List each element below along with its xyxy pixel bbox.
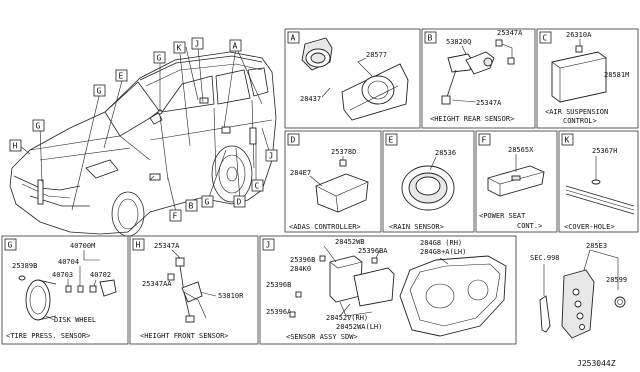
part-25396a: 25396A [266,308,292,316]
svg-text:F: F [173,212,178,221]
part-40704: 40704 [58,258,79,266]
vehicle-callout-d: D [233,195,246,208]
part-284g8-rh: 284G8 (RH) [420,239,462,247]
svg-text:G: G [157,54,162,63]
svg-text:C: C [255,182,260,191]
svg-text:G: G [8,241,13,250]
panel-sec-key: SEC.998 285E3 28599 [530,242,627,339]
panel-frames [1,28,639,345]
vehicle-callout-j: J [191,37,204,50]
part-25347a-top: 25347A [497,29,523,37]
caption-sensor-assy-sdw: <SENSOR ASSY SDW> [286,333,358,341]
vehicle-callout-g-front: G [32,119,45,132]
part-25378d: 25378D [331,148,356,156]
part-28452wa-lh: 28452WA(LH) [336,323,382,331]
vehicle-callout-b: B [185,199,198,212]
vehicle-callout-j-rear: J [265,149,278,162]
svg-text:E: E [389,136,394,145]
part-28565x: 28565X [508,146,534,154]
svg-text:K: K [565,136,570,145]
part-28581m: 28581M [604,71,629,79]
part-25396ba: 25396BA [358,247,388,255]
svg-text:G: G [97,87,102,96]
part-40700m: 40700M [70,242,95,250]
panel-c: C 26310A 28581M <AIR SUSPENSION CONTROL> [539,31,629,125]
part-28577: 28577 [366,51,387,59]
part-284e7: 284E7 [290,169,311,177]
part-28452v-rh: 28452V(RH) [326,314,368,322]
vehicle-callout-k: K [173,41,186,54]
svg-text:D: D [237,198,242,207]
part-28536: 28536 [435,149,456,157]
caption-rain-sensor: <RAIN SENSOR> [389,223,444,231]
svg-text:H: H [13,142,18,151]
caption-height-front-sensor: <HEIGHT FRONT SENSOR> [140,332,229,340]
part-40702: 40702 [90,271,111,279]
svg-text:B: B [189,202,194,211]
svg-text:J: J [266,241,271,250]
svg-text:H: H [136,241,141,250]
vehicle-illustration: A J K G E G G H F B G D C J [9,37,278,237]
svg-text:A: A [291,34,296,43]
vehicle-callout-c: C [251,179,264,192]
vehicle-callout-a: A [229,39,242,52]
svg-text:F: F [482,136,487,145]
caption-cont: CONT.> [517,222,542,230]
panel-g: G 40700M 25389B 40704 40703 40702 DISK W… [4,238,117,340]
panel-a: A 28577 28437 [287,31,409,121]
part-25347a-h: 25347A [154,242,180,250]
part-53820q: 53820Q [446,38,471,46]
vehicle-callout-e: E [115,69,128,82]
part-284g8-lh: 284G8+A(LH) [420,248,466,256]
caption-air-suspension: <AIR SUSPENSION [545,108,608,116]
panel-h: H 25347A 25347AA 53810R <HEIGHT FRONT SE… [132,238,244,340]
caption-height-rear-sensor: <HEIGHT REAR SENSOR> [430,115,514,123]
panel-j: J 28452WB 25396B 284K0 25396B 25396A 284… [262,238,507,341]
vehicle-callout-h: H [9,139,22,152]
svg-text:J: J [195,40,200,49]
part-25396b-1: 25396B [290,256,315,264]
caption-control: CONTROL> [563,117,597,125]
part-40703: 40703 [52,271,73,279]
caption-power-seat: <POWER SEAT [479,212,526,220]
part-28452wb: 28452WB [335,238,365,246]
diagram-id: J253044Z [577,359,616,368]
caption-adas-controller: <ADAS CONTROLLER> [289,223,361,231]
panel-b: B 53820Q 25347A 25347A <HEIGHT REAR SENS… [424,29,523,123]
part-26310a: 26310A [566,31,592,39]
svg-text:J: J [269,152,274,161]
panel-k: K 25367H <COVER-HOLE> [561,133,635,231]
part-53810r: 53810R [218,292,244,300]
part-28599: 28599 [606,276,627,284]
panel-f: F 28565X <POWER SEAT CONT.> [478,133,545,230]
svg-text:G: G [36,122,41,131]
part-sec-998: SEC.998 [530,254,560,262]
svg-text:B: B [428,34,433,43]
part-25389b: 25389B [12,262,37,270]
vehicle-callout-f: F [169,209,182,222]
svg-text:K: K [177,44,182,53]
part-25396b-3: 25396B [266,281,291,289]
part-25347aa: 25347AA [142,280,172,288]
svg-text:G: G [205,198,210,207]
part-284k0: 284K0 [290,265,311,273]
part-25347a-bottom: 25347A [476,99,502,107]
svg-text:D: D [291,136,296,145]
note-disk-wheel: DISK WHEEL [54,316,96,324]
part-25367h: 25367H [592,147,617,155]
panel-e: E 28536 <RAIN SENSOR> [385,133,456,231]
panel-d: D 25378D 284E7 <ADAS CONTROLLER> [287,133,369,231]
part-285e3: 285E3 [586,242,607,250]
caption-tire-press-sensor: <TIRE PRESS. SENSOR> [6,332,90,340]
vehicle-callout-g-left: G [93,84,106,97]
svg-text:A: A [233,42,238,51]
part-28437: 28437 [300,95,321,103]
caption-cover-hole: <COVER-HOLE> [564,223,615,231]
vehicle-callout-g-top: G [153,51,166,64]
svg-text:E: E [119,72,124,81]
vehicle-callout-g-rear: G [201,195,214,208]
svg-text:C: C [543,34,548,43]
